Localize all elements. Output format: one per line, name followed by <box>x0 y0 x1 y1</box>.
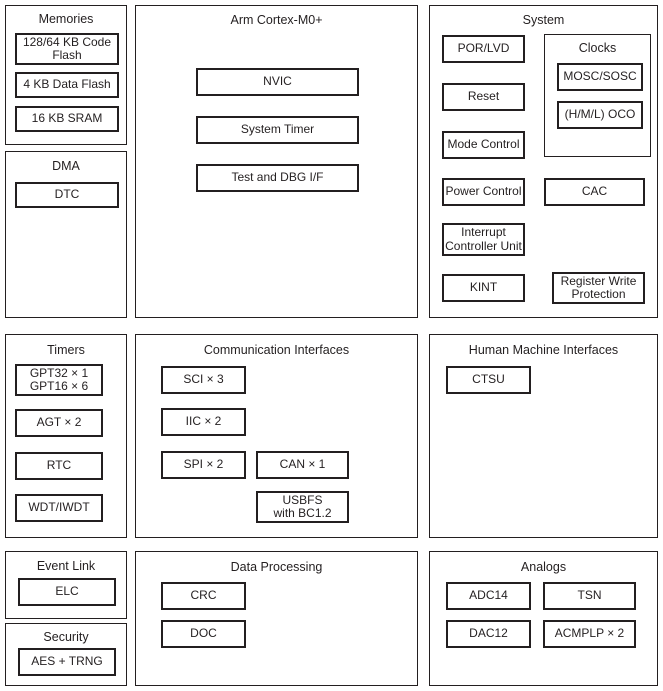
panel-data-processing-title: Data Processing <box>230 560 323 574</box>
panel-communication-title: Communication Interfaces <box>203 343 350 357</box>
block-wdt-iwdt: WDT/IWDT <box>15 494 103 522</box>
block-acmplp: ACMPLP × 2 <box>543 620 636 648</box>
block-register-write-protection: Register Write Protection <box>552 272 645 304</box>
panel-event-link-title: Event Link <box>36 559 96 573</box>
block-cac: CAC <box>544 178 645 206</box>
panel-security-title: Security <box>43 630 89 644</box>
panel-security: Security AES + TRNG <box>5 623 127 686</box>
block-iic: IIC × 2 <box>161 408 246 436</box>
panel-timers-title: Timers <box>47 343 85 357</box>
block-spi: SPI × 2 <box>161 451 246 479</box>
block-mosc-sosc: MOSC/SOSC <box>557 63 643 91</box>
block-kint: KINT <box>442 274 525 302</box>
block-ctsu: CTSU <box>446 366 531 394</box>
block-agt: AGT × 2 <box>15 409 103 437</box>
block-dac12: DAC12 <box>446 620 531 648</box>
panel-dma: DMA DTC <box>5 151 127 318</box>
panel-analogs: Analogs ADC14 TSN DAC12 ACMPLP × 2 <box>429 551 658 686</box>
panel-system: System POR/LVD Reset Mode Control Power … <box>429 5 658 318</box>
block-reset: Reset <box>442 83 525 111</box>
block-power-control: Power Control <box>442 178 525 206</box>
panel-memories: Memories 128/64 KB Code Flash 4 KB Data … <box>5 5 127 145</box>
block-dtc: DTC <box>15 182 119 208</box>
block-doc: DOC <box>161 620 246 648</box>
panel-human-machine-interfaces: Human Machine Interfaces CTSU <box>429 334 658 538</box>
panel-analogs-title: Analogs <box>520 560 567 574</box>
block-elc: ELC <box>18 578 116 606</box>
block-nvic: NVIC <box>196 68 359 96</box>
block-usbfs: USBFS with BC1.2 <box>256 491 349 523</box>
panel-dma-title: DMA <box>52 159 80 173</box>
block-sram: 16 KB SRAM <box>15 106 119 132</box>
block-adc14: ADC14 <box>446 582 531 610</box>
subpanel-clocks: Clocks MOSC/SOSC (H/M/L) OCO <box>544 34 651 157</box>
subpanel-clocks-title: Clocks <box>578 41 617 55</box>
block-interrupt-controller-unit: Interrupt Controller Unit <box>442 223 525 256</box>
block-gpt: GPT32 × 1 GPT16 × 6 <box>15 364 103 396</box>
panel-event-link: Event Link ELC <box>5 551 127 619</box>
block-oco: (H/M/L) OCO <box>557 101 643 129</box>
block-system-timer: System Timer <box>196 116 359 144</box>
block-code-flash: 128/64 KB Code Flash <box>15 33 119 65</box>
panel-cpu: Arm Cortex-M0+ NVIC System Timer Test an… <box>135 5 418 318</box>
block-data-flash: 4 KB Data Flash <box>15 72 119 98</box>
block-aes-trng: AES + TRNG <box>18 648 116 676</box>
block-tsn: TSN <box>543 582 636 610</box>
panel-communication-interfaces: Communication Interfaces SCI × 3 IIC × 2… <box>135 334 418 538</box>
block-can: CAN × 1 <box>256 451 349 479</box>
block-sci: SCI × 3 <box>161 366 246 394</box>
panel-hmi-title: Human Machine Interfaces <box>468 343 619 357</box>
panel-memories-title: Memories <box>38 12 94 26</box>
block-test-dbg-if: Test and DBG I/F <box>196 164 359 192</box>
panel-timers: Timers GPT32 × 1 GPT16 × 6 AGT × 2 RTC W… <box>5 334 127 538</box>
block-por-lvd: POR/LVD <box>442 35 525 63</box>
block-rtc: RTC <box>15 452 103 480</box>
panel-cpu-title: Arm Cortex-M0+ <box>230 13 323 27</box>
block-mode-control: Mode Control <box>442 131 525 159</box>
panel-data-processing: Data Processing CRC DOC <box>135 551 418 686</box>
panel-system-title: System <box>522 13 565 27</box>
block-crc: CRC <box>161 582 246 610</box>
